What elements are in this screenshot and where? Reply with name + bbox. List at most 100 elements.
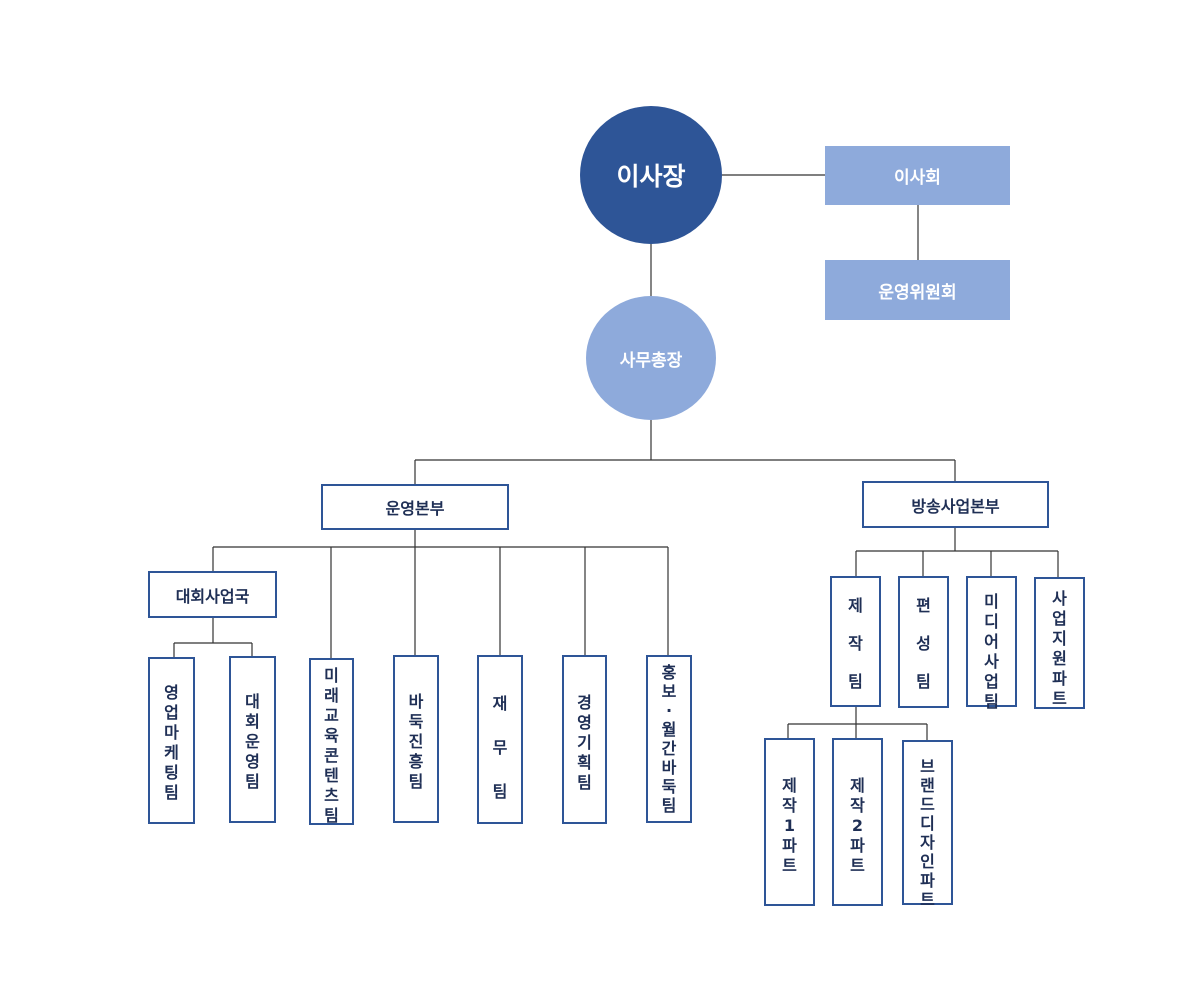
label-char: 흥 [408,752,424,771]
label-char: 파 [1052,669,1067,688]
label-char: 팀 [324,806,339,825]
broadcast-division-node: 방송사업본부 [862,481,1049,528]
label-char: 편 [916,596,931,615]
label-char: 팀 [408,772,424,791]
label-char: 미 [324,666,339,685]
label-char [493,715,508,737]
chairman-label: 이사장 [616,162,686,191]
label-char: 둑 [408,712,424,731]
label-char: 대 [245,692,260,711]
team-label: 편 성 팀 [916,596,931,691]
label-char: 트 [920,890,935,909]
label-char: · [665,701,673,720]
label-char: 자 [920,833,935,852]
label-char [916,653,931,672]
label-char: 마 [164,723,179,742]
label-char: 드 [920,795,935,814]
label-char: 기 [577,733,592,752]
label-char: 지 [1052,629,1067,648]
team-finance: 재 무 팀 [477,655,523,824]
committee-node: 운영위원회 [825,260,1010,320]
label-char: 디 [920,814,935,833]
label-char: 획 [577,753,592,772]
label-char: 팀 [577,773,592,792]
label-char: 인 [920,852,935,871]
label-char: 사 [984,652,999,671]
label-char: 무 [492,738,508,757]
label-char [848,653,863,672]
label-char: 트 [1052,689,1067,708]
label-char: 원 [1052,649,1067,668]
operations-division-node: 운영본부 [321,484,509,530]
team-programming: 편 성 팀 [898,576,949,708]
label-char: 어 [984,632,999,651]
board-node: 이사회 [825,146,1010,205]
label-char: 미 [984,592,999,611]
label-char: 영 [164,683,179,702]
bureau-label: 대회사업국 [175,586,250,606]
label-char: 팀 [916,672,931,691]
team-production: 제 작 팀 [830,576,881,707]
label-char: 간 [661,739,677,758]
label-char: 디 [984,612,999,631]
label-char: 업 [1052,609,1067,628]
team-label: 재 무 팀 [493,693,508,803]
label-char: 회 [245,712,260,731]
label-char: 작 [848,634,863,653]
label-char: 케 [164,743,179,762]
label-char: 운 [245,732,260,751]
label-char: 츠 [324,786,339,805]
label-char: 제 [848,596,863,615]
label-char: 경 [577,693,592,712]
label-char: 둑 [661,777,677,796]
committee-label: 운영위원회 [878,282,957,303]
label-char: 제 [850,776,865,795]
label-char: 팀 [164,783,179,802]
label-char: 랜 [920,776,935,795]
chairman-node: 이사장 [580,106,722,244]
secretary-general-node: 사무총장 [586,296,716,420]
secretary-general-label: 사무총장 [619,350,683,371]
label-char: 영 [245,752,260,771]
label-char: 텐 [324,766,339,785]
label-char: 팅 [164,763,179,782]
label-char: 팀 [661,796,677,815]
label-char: 바 [408,692,424,711]
label-char: 진 [408,732,424,751]
label-char: 파 [850,836,865,855]
label-char: 파 [782,836,797,855]
label-char: 성 [916,634,931,653]
label-char: 작 [782,796,797,815]
label-char: 업 [984,672,999,691]
label-char: 팀 [245,772,260,791]
label-char: 보 [661,682,677,701]
label-char: 2 [851,816,864,835]
label-char: 육 [324,726,339,745]
label-char: 트 [782,856,797,875]
label-char: 월 [661,720,677,739]
broadcast-division-label: 방송사업본부 [911,496,1000,516]
label-char: 1 [783,816,796,835]
